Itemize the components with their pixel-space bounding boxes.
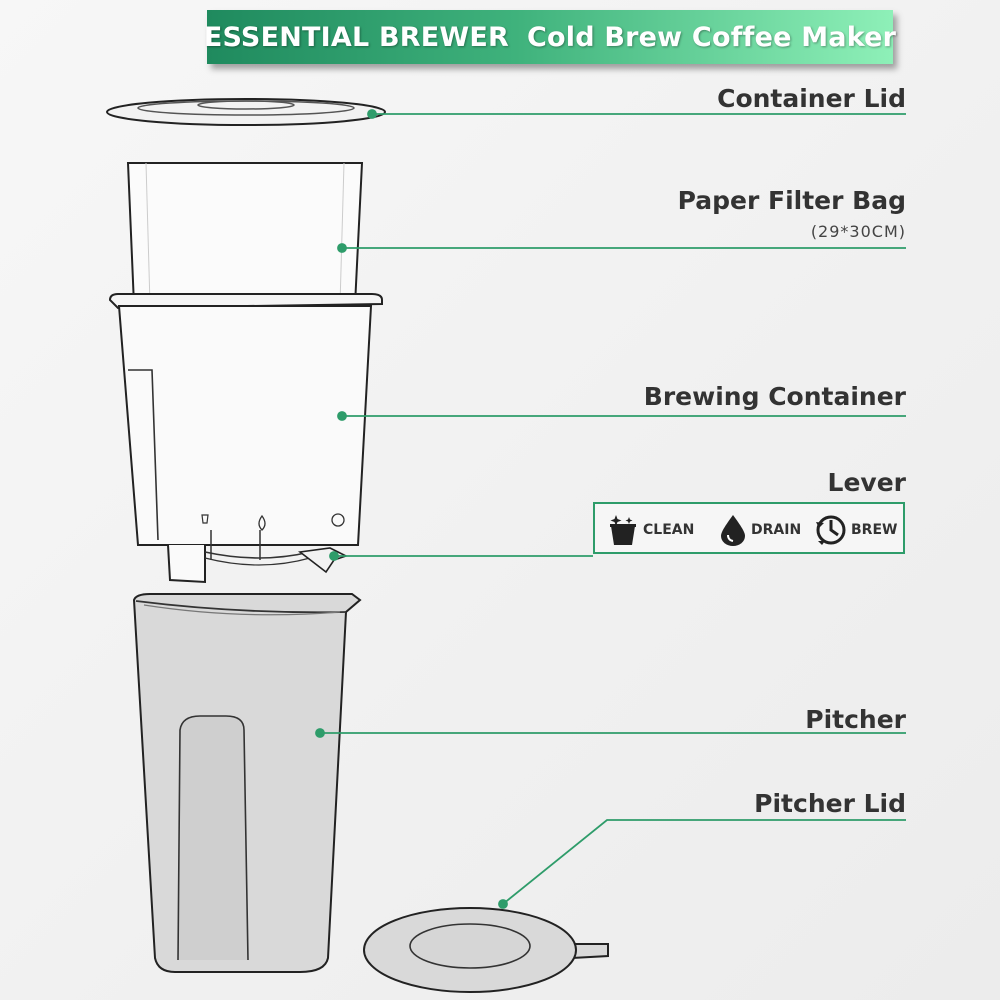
clean-icon (610, 515, 636, 545)
lever-mode-label: CLEAN (643, 522, 695, 538)
label-container-lid: Container Lid (717, 84, 906, 113)
brew-icon (816, 515, 846, 545)
lever-mode-label: BREW (851, 522, 898, 538)
banner-brand: ESSENTIAL BREWER (203, 21, 510, 53)
label-lever: Lever (827, 468, 906, 497)
leader-lines (315, 109, 906, 909)
title-banner: ESSENTIAL BREWER Cold Brew Coffee Maker (204, 10, 896, 64)
label-pitcher-lid: Pitcher Lid (754, 789, 906, 818)
brewing-container-drawing (108, 293, 383, 584)
paper-filter-bag-drawing (126, 162, 364, 306)
pitcher-drawing (132, 593, 362, 973)
pitcher-lid-drawing (363, 907, 609, 993)
lever-mode-label: DRAIN (751, 522, 802, 538)
label-pitcher: Pitcher (805, 705, 906, 734)
lever-modes-box: CLEAN DRAIN BREW (593, 502, 905, 554)
label-filter-size: (29*30CM) (810, 222, 906, 241)
drop-icon (721, 515, 745, 546)
banner-title: ESSENTIAL BREWER Cold Brew Coffee Maker (204, 22, 896, 53)
lever-mode-drain: DRAIN (719, 514, 801, 546)
lever-mode-clean: CLEAN (607, 514, 694, 546)
lever-mode-brew: BREW (815, 514, 897, 546)
banner-product: Cold Brew Coffee Maker (527, 21, 897, 53)
label-paper-filter-bag: Paper Filter Bag (677, 186, 906, 215)
label-brewing-container: Brewing Container (643, 382, 906, 411)
container-lid-drawing (106, 98, 386, 126)
